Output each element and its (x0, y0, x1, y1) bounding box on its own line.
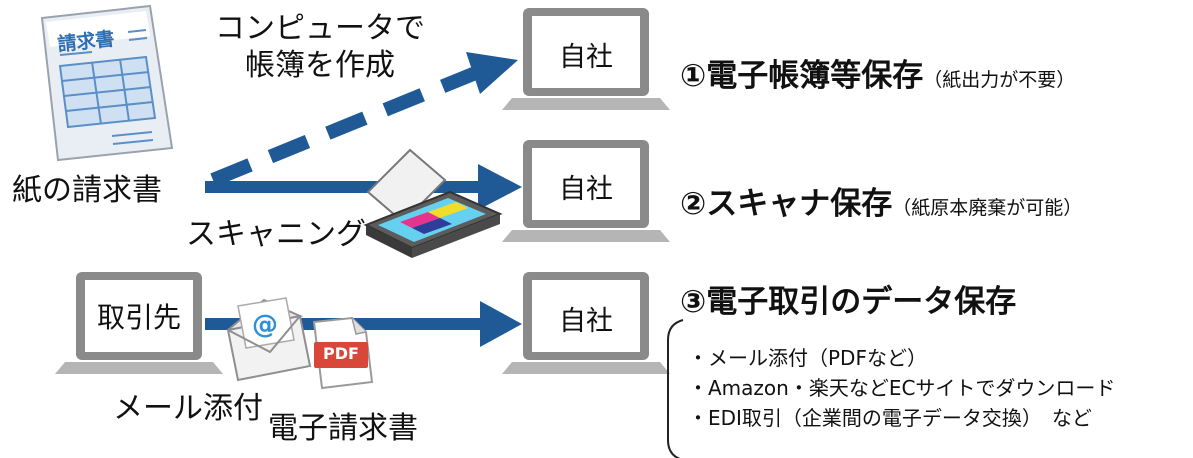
bookkeeping-action-label: コンピュータで 帳簿を作成 (200, 12, 440, 82)
heading-scanner-storage-main: ②スキャナ保存 (680, 186, 893, 222)
e-invoice-label: 電子請求書 (268, 411, 418, 446)
heading-scanner-storage-note: （紙原本廃棄が可能） (892, 197, 1083, 219)
email-envelope-icon (226, 297, 312, 382)
heading-scanner-storage: ②スキャナ保存（紙原本廃棄が可能） (680, 178, 1082, 223)
self-laptop-label-2: 自社 (559, 174, 613, 205)
bookkeeping-action-line1: コンピュータで (215, 11, 425, 46)
pdf-file-icon (312, 316, 374, 390)
partner-laptop-label: 取引先 (96, 301, 181, 334)
email-attachment-label: メール添付 (113, 391, 263, 426)
dashed-arrow-bookkeeping (210, 52, 518, 187)
self-laptop-label-3: 自社 (559, 306, 613, 337)
bookkeeping-action-line2: 帳簿を作成 (245, 48, 395, 83)
self-laptop-label-1: 自社 (559, 42, 613, 73)
laptop-icon (502, 272, 670, 374)
paper-invoice-label: 紙の請求書 (12, 173, 162, 208)
list-item: ・EDI取引（企業間の電子データ交換） など (688, 406, 1092, 430)
laptop-icon (502, 140, 670, 242)
heading-e-book-storage: ①電子帳簿等保存（紙出力が不要） (680, 50, 1075, 95)
heading-e-book-storage-main: ①電子帳簿等保存 (680, 58, 924, 94)
e-transaction-examples-list: ・メール添付（PDFなど） ・Amazon・楽天などECサイトでダウンロード ・… (688, 343, 1115, 433)
scanner-icon (363, 148, 503, 258)
email-at-symbol: @ (252, 310, 278, 340)
laptop-icon (502, 8, 670, 110)
list-item: ・Amazon・楽天などECサイトでダウンロード (688, 376, 1116, 400)
heading-e-transaction-storage-main: ③電子取引のデータ保存 (680, 284, 1017, 320)
heading-e-transaction-storage: ③電子取引のデータ保存 (680, 276, 1016, 321)
laptop-icon (55, 272, 223, 374)
examples-brace (667, 319, 684, 458)
list-item: ・メール添付（PDFなど） (688, 346, 927, 370)
scanning-label: スキャニング (186, 217, 366, 252)
invoice-doc-title-text: 請求書 (56, 28, 116, 56)
invoice-document-icon (40, 4, 174, 162)
heading-e-book-storage-note: （紙出力が不要） (923, 69, 1076, 91)
pdf-badge-text: PDF (323, 344, 359, 363)
